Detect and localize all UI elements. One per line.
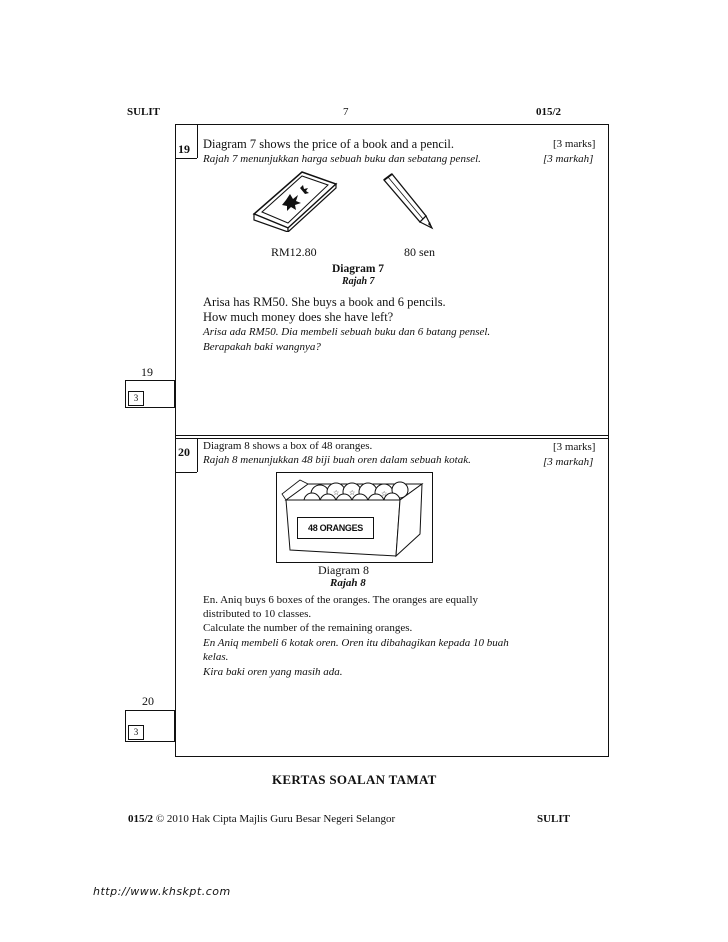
top-border [175,124,609,125]
q20-body-ms-2: kelas. [203,651,229,663]
qnum-box-19-right [197,124,198,158]
q19-marks-ms: [3 markah] [543,153,594,165]
score-label-19: 19 [141,365,153,379]
q20-body-en-3: Calculate the number of the remaining or… [203,622,413,634]
q20-body-en-2: distributed to 10 classes. [203,608,312,620]
q19-intro-ms: Rajah 7 menunjukkan harga sebuah buku da… [203,153,481,165]
q19-body-en-1: Arisa has RM50. She buys a book and 6 pe… [203,295,446,309]
question-divider [175,435,609,436]
diagram-8-frame: ☆ ☆ ☆ ☆ ☆ 48 ORANGES [276,472,433,563]
q20-body-en-1: En. Aniq buys 6 boxes of the oranges. Th… [203,594,479,606]
right-border [608,124,609,757]
page-number: 7 [343,106,349,118]
q19-body-ms-2: Berapakah baki wangnya? [203,341,321,353]
rajah-7-title: Rajah 7 [342,276,375,287]
svg-text:☆: ☆ [381,490,387,498]
q20-body-ms-3: Kira baki oren yang masih ada. [203,666,343,678]
score-box-19[interactable]: 3 [125,380,175,408]
qnum-box-19-bottom [175,158,197,159]
q20-intro-ms: Rajah 8 menunjukkan 48 biji buah oren da… [203,454,471,466]
left-border [175,124,176,757]
question-number-20: 20 [178,445,190,459]
footer-code: 015/2 [128,813,154,825]
orange-box-icon: ☆ ☆ ☆ ☆ ☆ [281,479,424,558]
qnum-box-20-right [197,438,198,472]
bottom-border [175,756,609,757]
end-of-paper: KERTAS SOALAN TAMAT [272,772,437,787]
qnum-box-20-bottom [175,472,197,473]
book-price: RM12.80 [271,245,317,259]
pencil-price: 80 sen [404,245,435,259]
book-icon [252,171,338,232]
score-max-20: 3 [128,725,144,740]
box-label: 48 ORANGES [307,523,364,533]
footer-copyright-line: 015/2 © 2010 Hak Cipta Majlis Guru Besar… [128,813,395,825]
q19-body-ms-1: Arisa ada RM50. Dia membeli sebuah buku … [203,326,491,338]
q20-body-ms-1: En Aniq membeli 6 kotak oren. Oren itu d… [203,637,509,649]
svg-text:☆: ☆ [349,489,355,497]
question-number-19: 19 [178,142,190,156]
box-label-plate: 48 ORANGES [297,517,374,539]
diagram-8-title: Diagram 8 [318,563,369,577]
source-url[interactable]: http://www.khskpt.com [93,885,231,898]
q20-intro-en: Diagram 8 shows a box of 48 oranges. [203,440,373,452]
footer-copyright: © 2010 Hak Cipta Majlis Guru Besar Neger… [155,813,396,825]
q19-body-en-2: How much money does she have left? [203,310,394,324]
q19-intro-en: Diagram 7 shows the price of a book and … [203,137,454,151]
diagram-7-title: Diagram 7 [332,263,385,275]
score-box-20[interactable]: 3 [125,710,175,742]
pencil-icon [383,173,434,230]
rajah-8-title: Rajah 8 [330,577,366,589]
paper-code: 015/2 [536,106,562,118]
q19-marks-en: [3 marks] [553,138,596,150]
question-divider-2 [175,438,609,439]
q20-marks-en: [3 marks] [553,441,596,453]
score-max-19: 3 [128,391,144,406]
score-label-20: 20 [142,694,154,708]
header-sulit: SULIT [127,106,161,118]
footer-sulit: SULIT [537,813,571,825]
q20-marks-ms: [3 markah] [543,456,594,468]
svg-text:☆: ☆ [333,489,339,497]
